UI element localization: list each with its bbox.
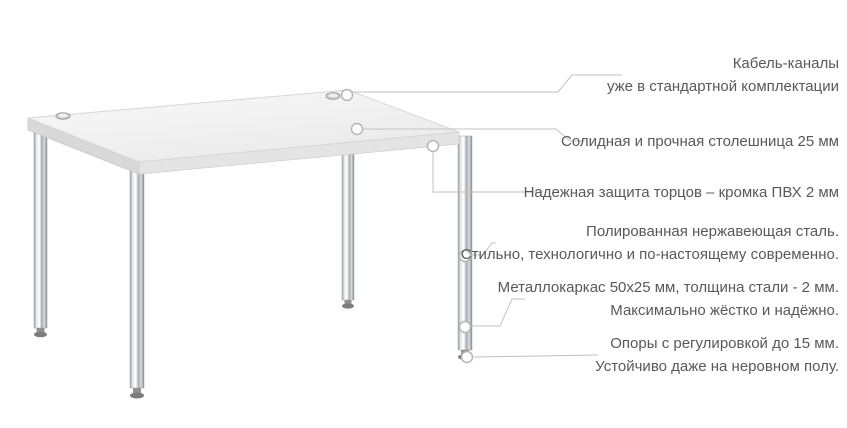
callout-text: Стильно, технологично и по-настоящему со… (460, 246, 839, 263)
callout-text: Максимально жёстко и надёжно. (610, 302, 839, 319)
callout-text: уже в стандартной комплектации (606, 78, 839, 95)
callout-leader-lines (352, 74, 622, 358)
cable-hole-left (55, 112, 71, 120)
leader-tabletop (363, 128, 585, 142)
desk-leg-back-right (341, 117, 355, 309)
leader-cable-channels (352, 74, 622, 93)
leader-stainless-steel (470, 242, 496, 256)
callout-cable-channels: Кабель-каналы уже в стандартной комплект… (607, 52, 839, 98)
callout-text: Надежная защита торцов – кромка ПВХ 2 мм (523, 184, 839, 201)
desk-leg-front-left (129, 169, 145, 399)
callout-adjustable-feet: Опоры с регулировкой до 15 мм. Устойчиво… (595, 332, 839, 378)
callout-text: Опоры с регулировкой до 15 мм. (610, 335, 839, 352)
leader-adjustable-feet (473, 354, 599, 358)
callout-marker-pvc-edge (426, 139, 440, 153)
callout-text: Полированная нержавеющая сталь. (586, 223, 839, 240)
callout-marker-tabletop (350, 122, 364, 136)
callout-tabletop: Солидная и прочная столешница 25 мм (561, 130, 839, 153)
callout-text: Устойчиво даже на неровном полу. (595, 358, 839, 375)
callout-marker-adjustable-feet (460, 350, 474, 364)
desk-leg-back-left (33, 123, 48, 338)
callout-text: Солидная и прочная столешница 25 мм (561, 133, 839, 150)
callout-markers (340, 88, 474, 364)
callout-text: Кабель-каналы (732, 55, 839, 72)
leader-pvc-edge (432, 151, 543, 193)
callout-text: Металлокаркас 50х25 мм, толщина стали - … (497, 279, 839, 296)
tabletop-surface (27, 89, 460, 163)
callout-stainless-steel: Полированная нержавеющая сталь. Стильно,… (461, 220, 839, 266)
callout-marker-metal-frame (458, 320, 472, 334)
cable-hole-right (325, 92, 341, 100)
callout-pvc-edge: Надежная защита торцов – кромка ПВХ 2 мм (524, 181, 839, 204)
leader-metal-frame (470, 298, 525, 327)
desk-tabletop (27, 89, 460, 175)
callout-marker-stainless-steel (458, 249, 472, 263)
callout-marker-cable-channels (340, 88, 354, 102)
callout-metal-frame: Металлокаркас 50х25 мм, толщина стали - … (498, 276, 839, 322)
